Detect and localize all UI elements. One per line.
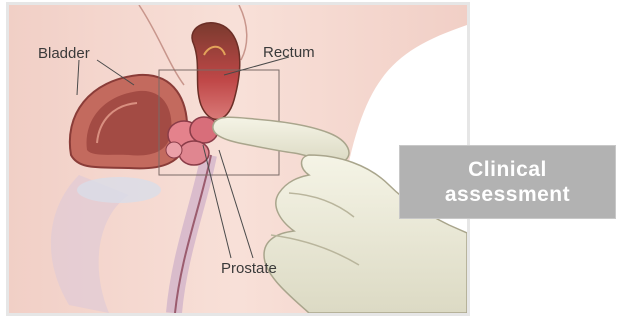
callout-line-1: Clinical bbox=[468, 157, 547, 182]
callout-line-2: assessment bbox=[445, 182, 570, 207]
clinical-assessment-callout: Clinical assessment bbox=[399, 145, 616, 219]
bladder-label: Bladder bbox=[38, 45, 90, 62]
rectum-label: Rectum bbox=[263, 44, 315, 61]
pubic-bone bbox=[77, 177, 161, 203]
prostate-label: Prostate bbox=[221, 260, 277, 277]
